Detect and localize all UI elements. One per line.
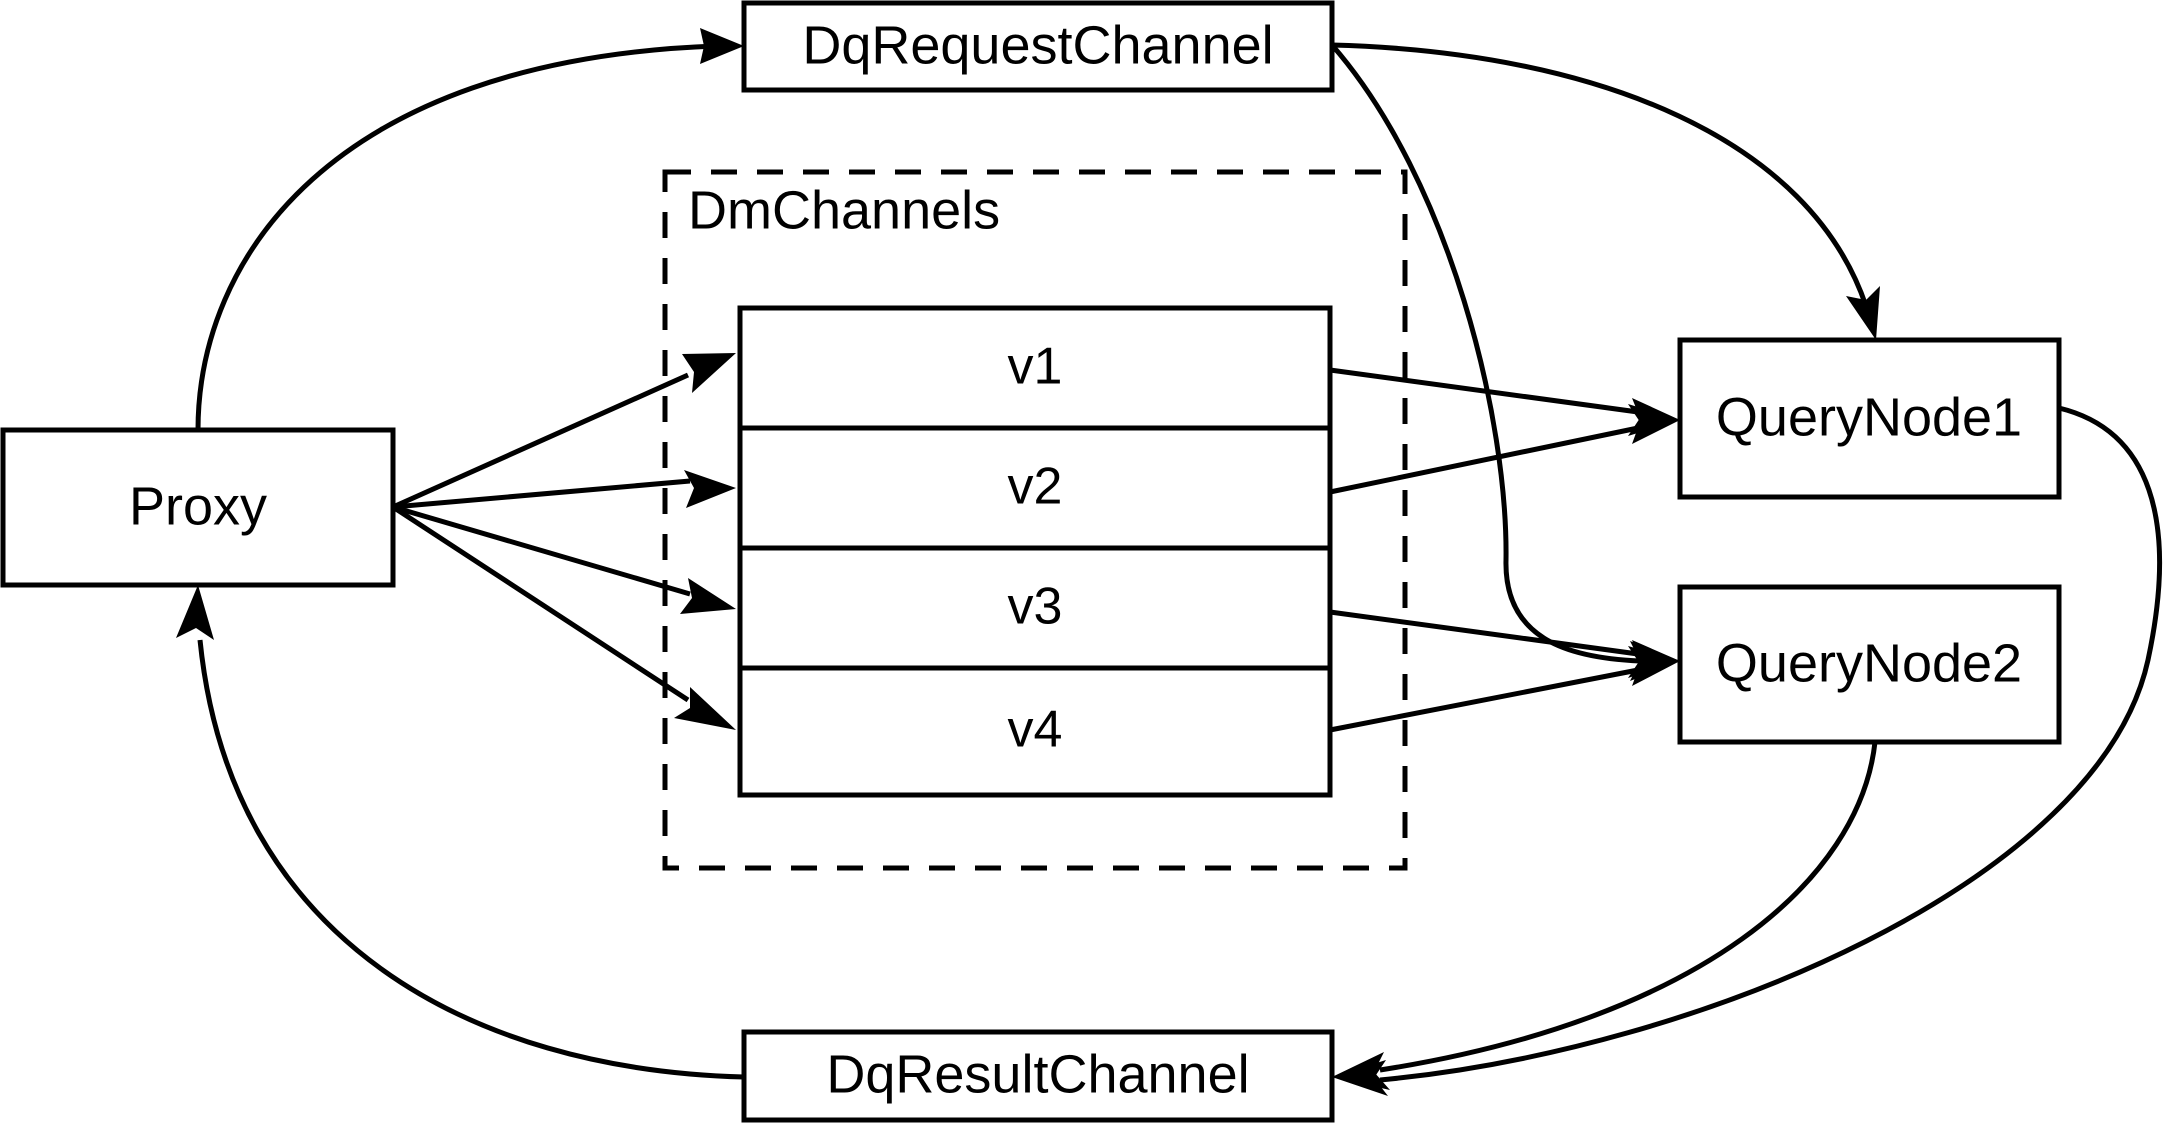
node-query-node-1[interactable]: QueryNode1	[1677, 337, 2062, 500]
channel-label-v2[interactable]: v2	[1008, 458, 1063, 516]
edge-dqrequestchannel-to-querynode1	[1331, 42, 1880, 340]
dq-result-channel-label: DqResultChannel	[826, 1044, 1249, 1104]
arrowhead-v3-left	[680, 578, 736, 614]
node-proxy[interactable]: Proxy	[0, 427, 396, 588]
node-dq-result-channel[interactable]: DqResultChannel	[741, 1029, 1335, 1123]
arrowhead-proxy-bottom	[176, 585, 214, 640]
dq-request-channel-label: DqRequestChannel	[802, 15, 1273, 75]
edge-v2-to-querynode1	[1329, 404, 1680, 495]
edge-proxy-to-v3	[392, 504, 736, 614]
channel-label-v3[interactable]: v3	[1008, 578, 1063, 636]
edge-proxy-to-v4	[391, 504, 736, 730]
edge-proxy-to-v1	[391, 353, 736, 510]
arrowhead-querynode1-left-b	[1628, 404, 1680, 444]
edge-v1-to-querynode1	[1329, 367, 1680, 436]
arrowhead-v2-left	[684, 470, 736, 508]
arrowhead-dqresultchannel-right-b	[1332, 1052, 1390, 1090]
edge-proxy-to-v2	[392, 470, 736, 510]
dq-request-channel-box	[741, 0, 1335, 93]
channel-stack-box	[737, 305, 1333, 798]
proxy-box	[0, 427, 396, 588]
dq-result-channel-box	[741, 1029, 1335, 1123]
node-dq-request-channel[interactable]: DqRequestChannel	[741, 0, 1335, 93]
proxy-label: Proxy	[129, 476, 267, 536]
edge-dqresultchannel-to-proxy	[176, 585, 745, 1080]
query-node-1-box	[1677, 337, 2062, 500]
query-node-1-label: QueryNode1	[1716, 387, 2022, 447]
edge-dqrequestchannel-to-querynode2	[1330, 43, 1680, 681]
arrowhead-dqrequestchannel-left	[700, 28, 744, 64]
dm-channels-dashed-box	[662, 169, 1408, 871]
dm-channels-label: DmChannels	[688, 180, 1000, 240]
node-channel-stack: v1 v2 v3 v4	[737, 305, 1333, 798]
arrowhead-querynode1-top	[1846, 286, 1880, 340]
node-query-node-2[interactable]: QueryNode2	[1677, 584, 2062, 745]
channel-label-v1[interactable]: v1	[1008, 338, 1063, 396]
arrowhead-querynode2-left-c	[1628, 646, 1680, 686]
edge-v4-to-querynode2	[1329, 646, 1680, 733]
channel-label-v4[interactable]: v4	[1008, 701, 1063, 759]
query-node-2-label: QueryNode2	[1716, 633, 2022, 693]
arrowhead-v4-left	[674, 687, 736, 730]
edge-proxy-to-dqrequestchannel	[195, 28, 744, 431]
edge-querynode1-to-dqresultchannel	[1332, 405, 2163, 1096]
group-dm-channels: DmChannels	[662, 169, 1408, 871]
query-node-2-box	[1677, 584, 2062, 745]
edge-v3-to-querynode2	[1329, 609, 1680, 678]
edge-querynode2-to-dqresultchannel	[1332, 741, 1878, 1090]
arrowhead-v1-left	[682, 353, 736, 393]
